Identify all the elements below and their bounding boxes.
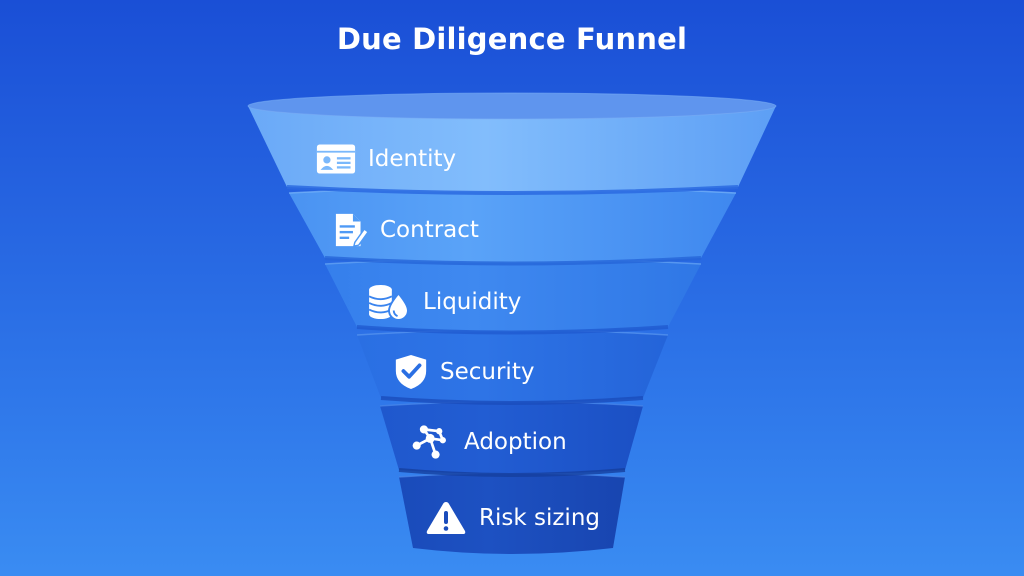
stage-label: Adoption xyxy=(464,429,567,455)
id-card-icon xyxy=(316,141,356,177)
stage-identity: Identity xyxy=(316,141,456,177)
stage-security: Security xyxy=(394,354,534,390)
network-nodes-icon xyxy=(410,424,454,460)
stage-adoption: Adoption xyxy=(410,424,567,460)
funnel-stage-identity xyxy=(247,92,777,195)
stage-liquidity: Liquidity xyxy=(367,284,521,320)
stage-label: Identity xyxy=(368,146,457,172)
warning-triangle-icon xyxy=(425,500,467,536)
document-edit-icon xyxy=(333,212,371,248)
stage-label: Risk sizing xyxy=(479,505,600,531)
stage-risk-sizing: Risk sizing xyxy=(425,500,600,536)
shield-check-icon xyxy=(394,354,428,390)
stage-contract: Contract xyxy=(333,212,479,248)
stage-label: Security xyxy=(440,359,535,385)
stage-label: Contract xyxy=(380,217,479,243)
page-title: Due Diligence Funnel xyxy=(336,22,688,56)
coins-droplet-icon xyxy=(367,284,411,320)
stage-label: Liquidity xyxy=(423,289,522,315)
